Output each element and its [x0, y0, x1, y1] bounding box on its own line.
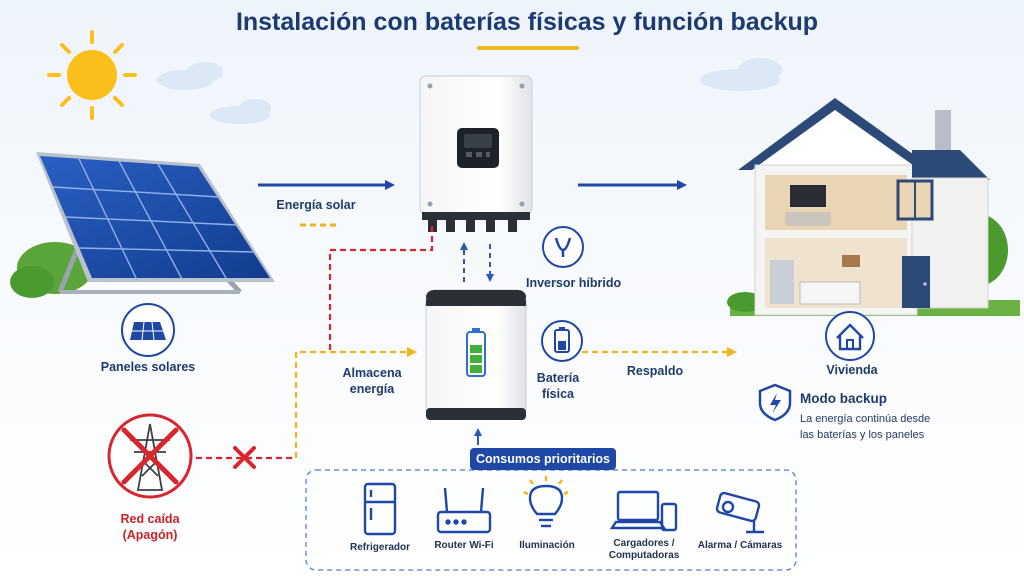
inverter-icon: [542, 226, 584, 268]
panels-label: Paneles solares: [100, 360, 196, 374]
load-label-alarm: Alarma / Cámaras: [697, 540, 783, 551]
store-energy-label: Almacena energía: [342, 366, 402, 396]
backup-mode-description: La energía continúa desde las baterías y…: [800, 413, 931, 441]
disconnected-x-icon: [233, 446, 256, 469]
backup-mode-title: Modo backup: [800, 391, 887, 406]
battery-icon: [541, 320, 583, 362]
inverter-illustration: [419, 75, 533, 232]
solar-panel-illustration: [10, 152, 275, 298]
solar-energy-label: Energía solar: [276, 198, 356, 212]
shield-icon: [758, 383, 792, 422]
house-illustration: [727, 98, 1020, 316]
page-title: Instalación con baterías físicas y funci…: [235, 8, 819, 36]
camera-icon: [715, 491, 764, 534]
bulb-icon: [523, 476, 569, 528]
load-label-chargers: Cargadores / Computadoras: [608, 538, 680, 561]
battery-illustration: [425, 289, 527, 420]
load-label-fridge: Refrigerador: [349, 542, 411, 553]
load-label-router: Router Wi-Fi: [434, 540, 494, 551]
load-label-lighting: Iluminación: [519, 540, 575, 551]
grid-down-label: Red caída (Apagón): [120, 512, 180, 542]
battery-label: Batería física: [536, 371, 580, 401]
fridge-icon: [363, 482, 397, 536]
title-underline: [477, 46, 579, 50]
backup-label: Respaldo: [626, 364, 684, 378]
solar-panel-icon: [121, 303, 175, 357]
power-grid-down-icon: [107, 413, 193, 499]
laptop-phone-icon: [609, 490, 678, 532]
priority-loads-box: [305, 469, 797, 571]
store-energy-arrow: [294, 347, 417, 458]
router-icon: [436, 487, 492, 534]
cloud-icon: [157, 58, 782, 124]
sun-icon: [47, 30, 137, 120]
home-label: Vivienda: [826, 363, 878, 377]
priority-loads-title: Consumos prioritarios: [470, 448, 616, 470]
inverter-label: Inversor híbrido: [526, 276, 622, 290]
home-icon: [825, 311, 875, 361]
grid-to-inverter-dashed-line: [328, 226, 434, 352]
